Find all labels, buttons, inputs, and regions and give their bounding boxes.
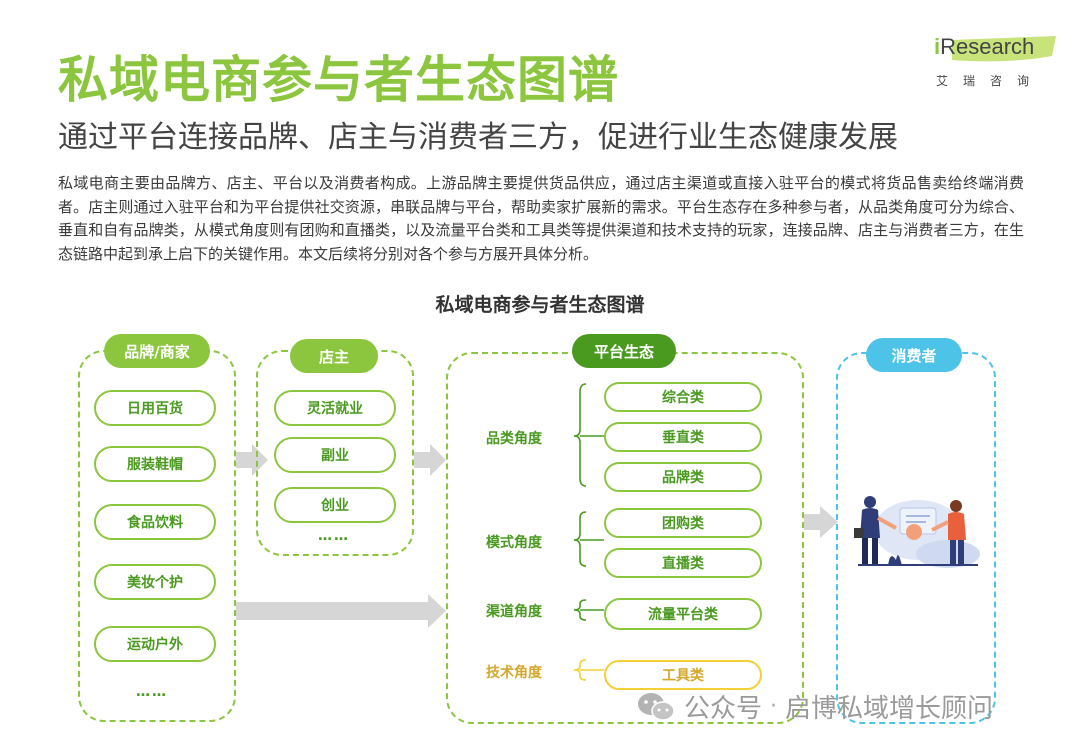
logo-wordmark: iResearch xyxy=(934,34,1034,60)
brand-item: 食品饮料 xyxy=(94,504,216,540)
platform-item: 流量平台类 xyxy=(604,598,762,630)
logo-prefix: i xyxy=(934,34,941,59)
brand-header: 品牌/商家 xyxy=(104,334,210,368)
page-title: 私域电商参与者生态图谱 xyxy=(58,51,619,109)
platform-item-tech: 工具类 xyxy=(604,660,762,690)
shop-header: 店主 xyxy=(290,339,378,373)
platform-item: 品牌类 xyxy=(604,462,762,492)
brand-more: …… xyxy=(136,684,168,700)
intro-paragraph: 私域电商主要由品牌方、店主、平台以及消费者构成。上游品牌主要提供货品供应，通过店… xyxy=(58,174,1024,263)
angle-tech: 技术角度 xyxy=(486,665,542,681)
platform-item: 团购类 xyxy=(604,508,762,538)
angle-category: 品类角度 xyxy=(486,431,542,447)
brand-item: 日用百货 xyxy=(94,390,216,426)
brace-tech xyxy=(573,659,587,681)
brace-channel xyxy=(573,599,587,621)
brand-item: 服装鞋帽 xyxy=(94,446,216,482)
logo-swoosh-icon xyxy=(952,36,1056,62)
watermark-account: 公众号 xyxy=(684,694,763,724)
shop-item: 创业 xyxy=(274,487,396,523)
page-subtitle: 通过平台连接品牌、店主与消费者三方，促进行业生态健康发展 xyxy=(58,120,898,155)
wechat-icon xyxy=(638,692,675,721)
platform-item: 直播类 xyxy=(604,548,762,578)
angle-mode: 模式角度 xyxy=(486,535,542,551)
watermark-separator: · xyxy=(770,694,778,719)
consumers-handshake-illustration xyxy=(854,496,980,568)
platform-item: 垂直类 xyxy=(604,422,762,452)
shop-more: …… xyxy=(318,528,350,544)
arrow-shop-to-platform xyxy=(414,444,446,476)
arrow-platform-to-consumer xyxy=(804,506,838,538)
platform-header: 平台生态 xyxy=(572,334,676,368)
consumer-header: 消费者 xyxy=(866,338,962,372)
brand-item: 运动户外 xyxy=(94,626,216,662)
watermark-name: 启博私域增长顾问 xyxy=(785,694,994,724)
shop-item: 副业 xyxy=(274,437,396,473)
shop-item: 灵活就业 xyxy=(274,390,396,426)
logo-chinese: 艾瑞咨询 xyxy=(936,74,1045,88)
brace-category xyxy=(573,383,587,487)
iresearch-logo: iResearch 艾瑞咨询 xyxy=(928,30,1058,96)
brace-mode xyxy=(573,511,587,567)
diagram-title: 私域电商参与者生态图谱 xyxy=(435,294,645,316)
arrow-brand-to-platform xyxy=(236,594,446,628)
angle-channel: 渠道角度 xyxy=(486,604,542,620)
logo-name: Research xyxy=(940,34,1035,59)
platform-item: 综合类 xyxy=(604,382,762,412)
watermark: 公众号 · 启博私域增长顾问 xyxy=(636,688,993,725)
arrow-brand-to-shop xyxy=(236,444,268,476)
brand-item: 美妆个护 xyxy=(94,564,216,600)
